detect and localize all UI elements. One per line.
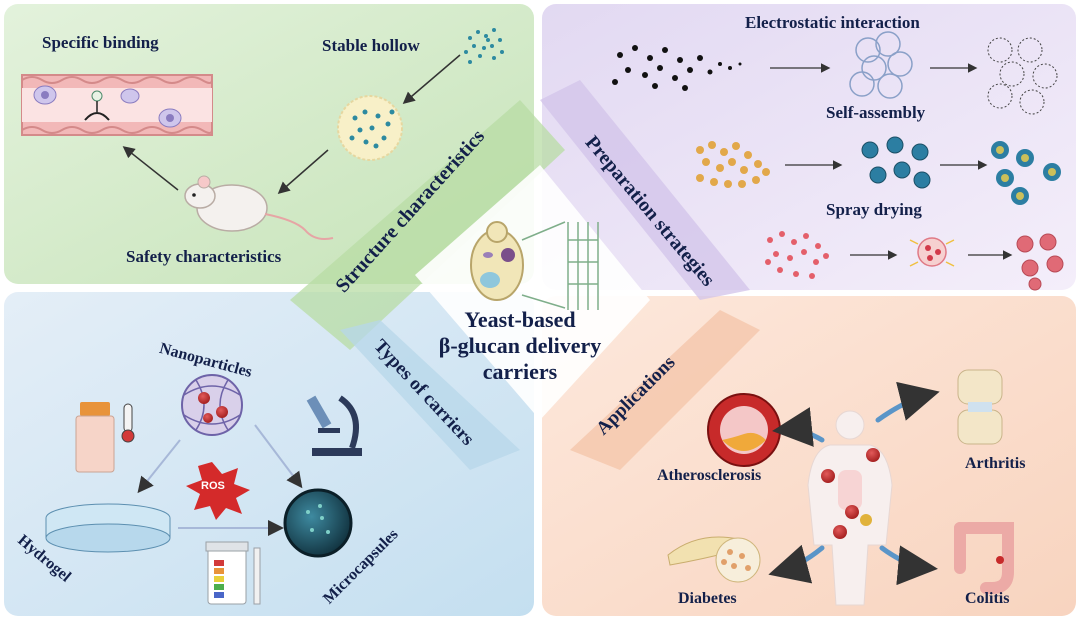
hollow-particle-icon bbox=[337, 95, 403, 161]
electrostatic-interaction-label: Electrostatic interaction bbox=[745, 13, 920, 32]
arthritis-label: Arthritis bbox=[965, 455, 1026, 472]
blood-vessel-icon bbox=[21, 74, 213, 136]
band-structure bbox=[290, 100, 565, 350]
nanoparticle-cluster-icon bbox=[696, 141, 770, 188]
human-body-icon bbox=[807, 410, 893, 606]
central-title: Yeast-based β-glucan delivery carriers bbox=[415, 307, 625, 385]
colon-icon bbox=[954, 522, 1014, 594]
mouse-icon bbox=[184, 175, 334, 240]
microspheres-icon bbox=[1016, 233, 1064, 291]
vesicles-icon bbox=[849, 31, 913, 99]
artery-icon bbox=[707, 393, 781, 467]
atherosclerosis-label: Atherosclerosis bbox=[657, 467, 762, 484]
pancreas-icon bbox=[667, 536, 761, 583]
yeast-cell-icon bbox=[470, 221, 524, 301]
loaded-vesicles-icon bbox=[987, 37, 1058, 115]
loaded-spheres-icon bbox=[991, 141, 1061, 205]
central-title-line3: carriers bbox=[482, 359, 558, 384]
central-title-line1: Yeast-based bbox=[464, 307, 576, 332]
band-carriers bbox=[340, 320, 520, 470]
band-applications bbox=[570, 310, 760, 470]
vial-icon bbox=[75, 402, 115, 473]
arrow-cluster-to-hollow bbox=[402, 54, 461, 104]
self-assembly-label: Self-assembly bbox=[826, 103, 926, 122]
microcapsule-icon bbox=[283, 488, 353, 558]
spray-drying-label: Spray drying bbox=[826, 200, 922, 219]
central-title-line2: β-glucan delivery bbox=[438, 333, 602, 358]
charged-particles-icon bbox=[612, 45, 742, 91]
particle-cluster-icon bbox=[464, 28, 504, 64]
knee-joint-icon bbox=[957, 369, 1003, 445]
specific-binding-label: Specific binding bbox=[42, 33, 159, 52]
dried-particle-icon bbox=[909, 237, 955, 267]
thermometer-icon bbox=[121, 403, 135, 443]
colitis-label: Colitis bbox=[965, 590, 1010, 607]
ros-burst-icon bbox=[186, 462, 250, 520]
safety-characteristics-label: Safety characteristics bbox=[126, 247, 282, 266]
spray-droplets-icon bbox=[765, 231, 829, 279]
ros-label: ROS bbox=[201, 480, 225, 492]
band-preparation bbox=[540, 80, 750, 300]
stable-hollow-label: Stable hollow bbox=[322, 36, 420, 55]
hydrogel-dish-icon bbox=[45, 503, 171, 553]
glucan-structure-icon bbox=[521, 221, 599, 310]
test-strip-jar-icon bbox=[205, 541, 261, 605]
assembled-spheres-icon bbox=[861, 136, 931, 189]
diabetes-label: Diabetes bbox=[678, 590, 737, 607]
arrow-hollow-to-mouse bbox=[277, 149, 329, 194]
nanoparticle-sphere-icon bbox=[181, 374, 243, 436]
arrow-mouse-to-vessel bbox=[122, 146, 179, 191]
center-panel bbox=[415, 165, 650, 420]
microscope-icon bbox=[306, 395, 362, 456]
